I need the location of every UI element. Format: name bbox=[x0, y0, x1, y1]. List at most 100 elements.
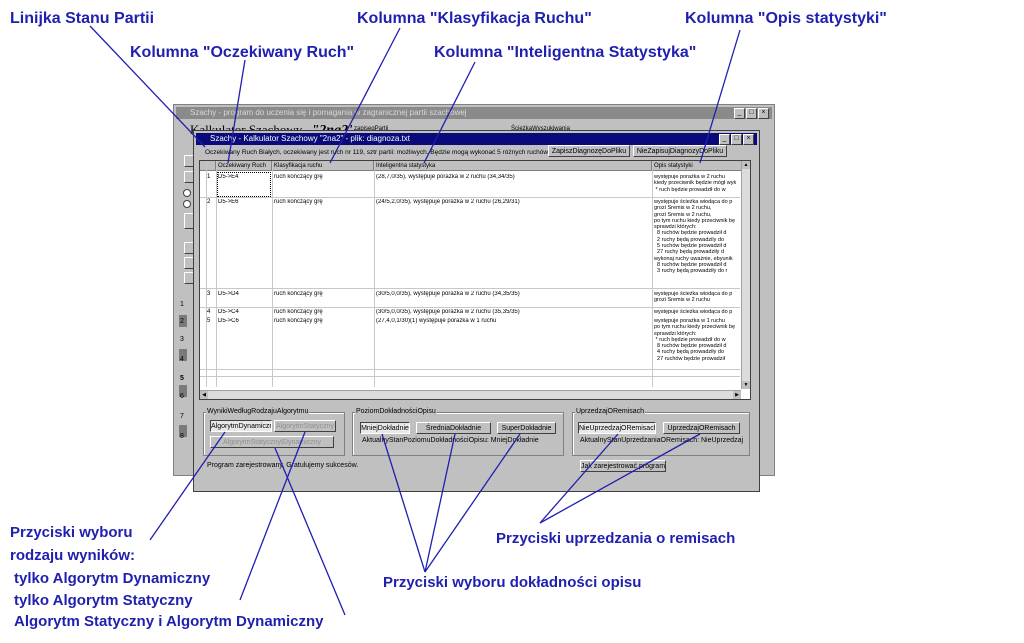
callout-expected-move: Kolumna "Oczekiwany Ruch" bbox=[130, 44, 355, 61]
board-rank-5: 5 bbox=[180, 375, 184, 382]
diagnosis-table: Oczekiwany Ruch Klasyfikacja ruchu Intel… bbox=[199, 160, 751, 400]
classification-cell[interactable]: ruch kończący grę bbox=[274, 174, 323, 180]
grid-vline bbox=[374, 161, 375, 387]
close-icon[interactable]: × bbox=[743, 134, 754, 145]
draw-warning-group-label: UprzedzajORemisach bbox=[575, 408, 646, 415]
expected-move-cell[interactable]: D5->C6 bbox=[218, 318, 239, 324]
board-square bbox=[179, 349, 187, 361]
scroll-left-icon[interactable]: ◀ bbox=[200, 391, 208, 399]
grid-hline bbox=[200, 369, 740, 370]
description-accuracy-group-label: PoziomDokładnościOpisu bbox=[355, 408, 437, 415]
callout-accuracy-buttons: Przyciski wyboru dokładności opisu bbox=[383, 574, 642, 591]
callout-draw-buttons: Przyciski uprzedzania o remisach bbox=[496, 530, 736, 547]
static-and-dynamic-algorithm-button[interactable]: AlgorytmStatycznyIDynamiczny bbox=[210, 436, 334, 448]
scroll-up-icon[interactable]: ▲ bbox=[742, 161, 750, 169]
callout-result-buttons-5: Algorytm Statyczny i Algorytm Dynamiczny bbox=[14, 613, 324, 630]
board-square bbox=[179, 385, 187, 397]
expected-move-cell[interactable]: D5->E6 bbox=[218, 199, 239, 205]
grid-hline bbox=[200, 197, 740, 198]
close-icon[interactable]: × bbox=[758, 108, 769, 119]
less-accurate-button[interactable]: MniejDokładnie bbox=[360, 422, 410, 434]
maximize-icon[interactable]: □ bbox=[746, 108, 757, 119]
classification-cell[interactable]: ruch kończący grę bbox=[274, 318, 323, 324]
maximize-icon[interactable]: □ bbox=[731, 134, 742, 145]
accuracy-status: AktualnyStanPoziomuDokładnościOpisu: Mni… bbox=[362, 437, 539, 444]
draw-warning-group bbox=[572, 412, 750, 456]
grid-hline bbox=[200, 376, 740, 377]
main-window-titlebar: Szachy - program do uczenia się i pomaga… bbox=[176, 107, 772, 119]
callout-result-buttons-1: Przyciski wyboru bbox=[10, 524, 133, 541]
intelligent-stats-cell[interactable]: (24/5,2,0/35), występuje porażka w 2 ruc… bbox=[376, 199, 520, 205]
stats-description-cell[interactable]: występuje ścieżka wiodąca do p bbox=[654, 309, 733, 315]
description-accuracy-group bbox=[352, 412, 564, 456]
classification-cell[interactable]: ruch kończący grę bbox=[274, 199, 323, 205]
scroll-right-icon[interactable]: ▶ bbox=[733, 391, 741, 399]
column-header-expected-move[interactable]: Oczekiwany Ruch bbox=[216, 161, 272, 171]
side-radio-1[interactable] bbox=[183, 189, 191, 197]
grid-vline bbox=[216, 161, 217, 387]
stats-description-cell[interactable]: występuje ścieżka wiodąca do p grozi Sre… bbox=[654, 291, 733, 304]
board-rank-4: 4 bbox=[180, 356, 184, 363]
dialog-title: Szachy - Kalkulator Szachowy "2na2" - pl… bbox=[210, 134, 410, 143]
stats-description-cell[interactable]: występuje ścieżka wiodąca do p grozi Sre… bbox=[654, 199, 736, 275]
dialog-controls: _ □ × bbox=[719, 134, 754, 145]
expected-move-cell[interactable]: D5->C4 bbox=[218, 309, 239, 315]
super-accurate-button[interactable]: SuperDokładnie bbox=[497, 422, 556, 434]
board-rank-2: 2 bbox=[180, 318, 184, 325]
expected-move-cell[interactable]: D5->D4 bbox=[218, 291, 239, 297]
row-number: 1 bbox=[207, 174, 211, 180]
side-radio-2[interactable] bbox=[183, 200, 191, 208]
classification-cell[interactable]: ruch kończący grę bbox=[274, 291, 323, 297]
medium-accurate-button[interactable]: ŚredniaDokładnie bbox=[416, 422, 491, 434]
column-header-stats-description[interactable]: Opis statystyki bbox=[652, 161, 742, 171]
grid-vline bbox=[206, 161, 207, 387]
column-header-intelligent-stats[interactable]: Inteligentna statystyka bbox=[374, 161, 652, 171]
minimize-icon[interactable]: _ bbox=[719, 134, 730, 145]
board-rank-7: 7 bbox=[180, 413, 184, 420]
vertical-scrollbar[interactable]: ▲ ▼ bbox=[741, 161, 750, 389]
dynamic-algorithm-button[interactable]: AlgorytmDynamiczny bbox=[210, 420, 272, 432]
expected-move-cell[interactable]: D5->E4 bbox=[218, 174, 239, 180]
scroll-down-icon[interactable]: ▼ bbox=[742, 381, 750, 389]
selected-cell[interactable] bbox=[217, 172, 271, 197]
intelligent-stats-cell[interactable]: (27,4,0,1/30)(1) występuje porażka w 1 r… bbox=[376, 318, 497, 324]
row-number: 3 bbox=[207, 291, 211, 297]
stats-description-cell[interactable]: występuje porażka w 2 ruchu kiedy przeci… bbox=[654, 174, 737, 193]
board-rank-8: 8 bbox=[180, 433, 184, 440]
intelligent-stats-cell[interactable]: (28,7,0/35), występuje porażka w 2 ruchu… bbox=[376, 174, 515, 180]
intelligent-stats-cell[interactable]: (30/5,0,0/35), występuje porażka w 2 ruc… bbox=[376, 309, 520, 315]
main-field-2-text: ŚcieżkaWyszukiwania bbox=[511, 126, 570, 132]
classification-cell[interactable]: ruch kończący grę bbox=[274, 309, 323, 315]
callout-result-buttons-3: tylko Algorytm Dynamiczny bbox=[14, 570, 211, 587]
callout-status-line: Linijka Stanu Partii bbox=[10, 10, 155, 27]
board-rank-3: 3 bbox=[180, 336, 184, 343]
main-window-title: Szachy - program do uczenia się i pomaga… bbox=[190, 108, 467, 117]
horizontal-scrollbar[interactable]: ◀ ▶ bbox=[200, 390, 741, 399]
register-button[interactable]: Jak zarejestrować program bbox=[580, 460, 666, 472]
save-diagnosis-button[interactable]: ZapiszDiagnozęDoPliku bbox=[548, 145, 630, 157]
stats-description-cell[interactable]: występuje porażka w 1 ruchu po tym ruchu… bbox=[654, 318, 736, 362]
callout-result-buttons-2: rodzaju wyników: bbox=[10, 547, 136, 564]
draw-warning-button[interactable]: UprzedzajORemisach bbox=[663, 422, 740, 434]
board-rank-6: 6 bbox=[180, 393, 184, 400]
static-algorithm-button[interactable]: AlgorytmStatyczny bbox=[274, 420, 336, 432]
main-window-controls: _ □ × bbox=[734, 108, 769, 119]
no-draw-warning-button[interactable]: NieUprzedzajORemisach bbox=[578, 422, 656, 434]
row-number: 5 bbox=[207, 318, 211, 324]
column-header-classification[interactable]: Klasyfikacja ruchu bbox=[272, 161, 374, 171]
board-rank-1: 1 bbox=[180, 301, 184, 308]
intelligent-stats-cell[interactable]: (30/5,0,0/35), występuje porażka w 2 ruc… bbox=[376, 291, 520, 297]
grid-hline bbox=[200, 288, 740, 289]
column-header-rownum bbox=[200, 161, 216, 171]
board-square bbox=[179, 315, 187, 327]
row-number: 4 bbox=[207, 309, 211, 315]
callout-description: Kolumna "Opis statystyki" bbox=[685, 10, 887, 27]
algorithm-results-group bbox=[203, 412, 345, 456]
callout-result-buttons-4: tylko Algorytm Statyczny bbox=[14, 592, 193, 609]
minimize-icon[interactable]: _ bbox=[734, 108, 745, 119]
grid-vline bbox=[652, 161, 653, 387]
row-number: 2 bbox=[207, 199, 211, 205]
draw-warning-status: AktualnyStanUprzedzaniaORemisach: NieUpr… bbox=[580, 437, 744, 444]
no-save-diagnosis-button[interactable]: NieZapisujDiagnozyDoPliku bbox=[633, 145, 727, 157]
registration-status: Program zarejestrowany. Gratulujemy sukc… bbox=[207, 462, 359, 469]
